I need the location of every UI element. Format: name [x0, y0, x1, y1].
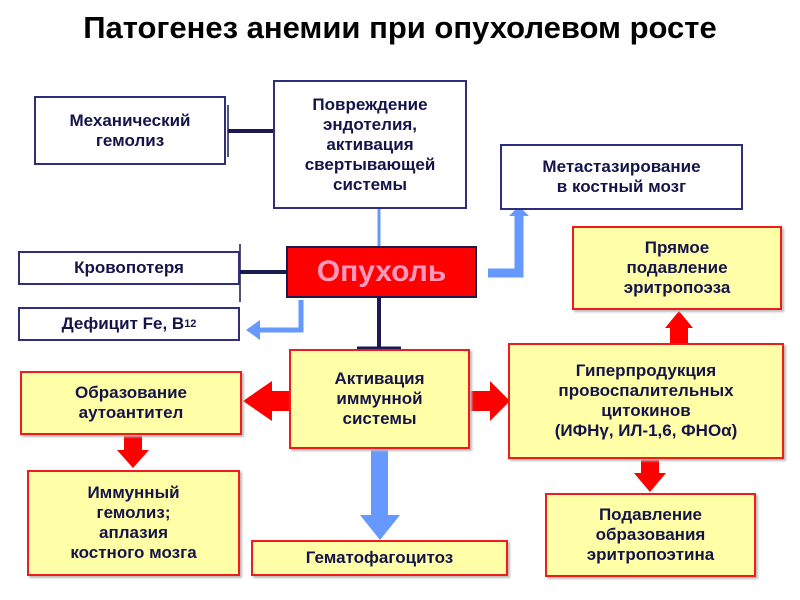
node-direct-suppression: Прямое подавление эритропоэза: [572, 226, 782, 310]
node-hemophagocytosis: Гематофагоцитоз: [251, 540, 508, 576]
arrow-autoantibodies: [243, 381, 294, 421]
node-tumor: Опухоль: [286, 246, 477, 298]
node-epo-suppression: Подавление образования эритропоэтина: [545, 493, 756, 577]
node-cytokines: Гиперпродукция провоспалительных цитокин…: [508, 343, 784, 459]
page-title: Патогенез анемии при опухолевом росте: [83, 10, 717, 45]
arrow-cytokines: [470, 381, 510, 421]
arrow-deficiency: [258, 300, 304, 333]
deficiency-text: Дефицит Fe, B: [61, 314, 185, 333]
node-metastasis: Метастазирование в костный мозг: [500, 144, 743, 210]
node-autoantibodies: Образование аутоантител: [20, 371, 242, 435]
node-mech-hemolysis: Механический гемолиз: [34, 96, 226, 165]
arrow-immune-hemolysis: [117, 434, 149, 468]
node-immune-hemolysis: Иммунный гемолиз; аплазия костного мозга: [27, 470, 240, 576]
deficiency-subscript: 12: [184, 318, 197, 330]
arrow-direct-suppression: [665, 311, 693, 346]
node-endothelium: Повреждение эндотелия, активация свертыв…: [273, 80, 467, 209]
arrow-hemophagocytosis: [371, 449, 388, 516]
node-immune-activation: Активация иммунной системы: [289, 349, 470, 449]
node-blood-loss: Кровопотеря: [18, 251, 240, 285]
arrow-metastasis: [488, 214, 524, 278]
arrow-epo-suppression: [634, 459, 666, 492]
